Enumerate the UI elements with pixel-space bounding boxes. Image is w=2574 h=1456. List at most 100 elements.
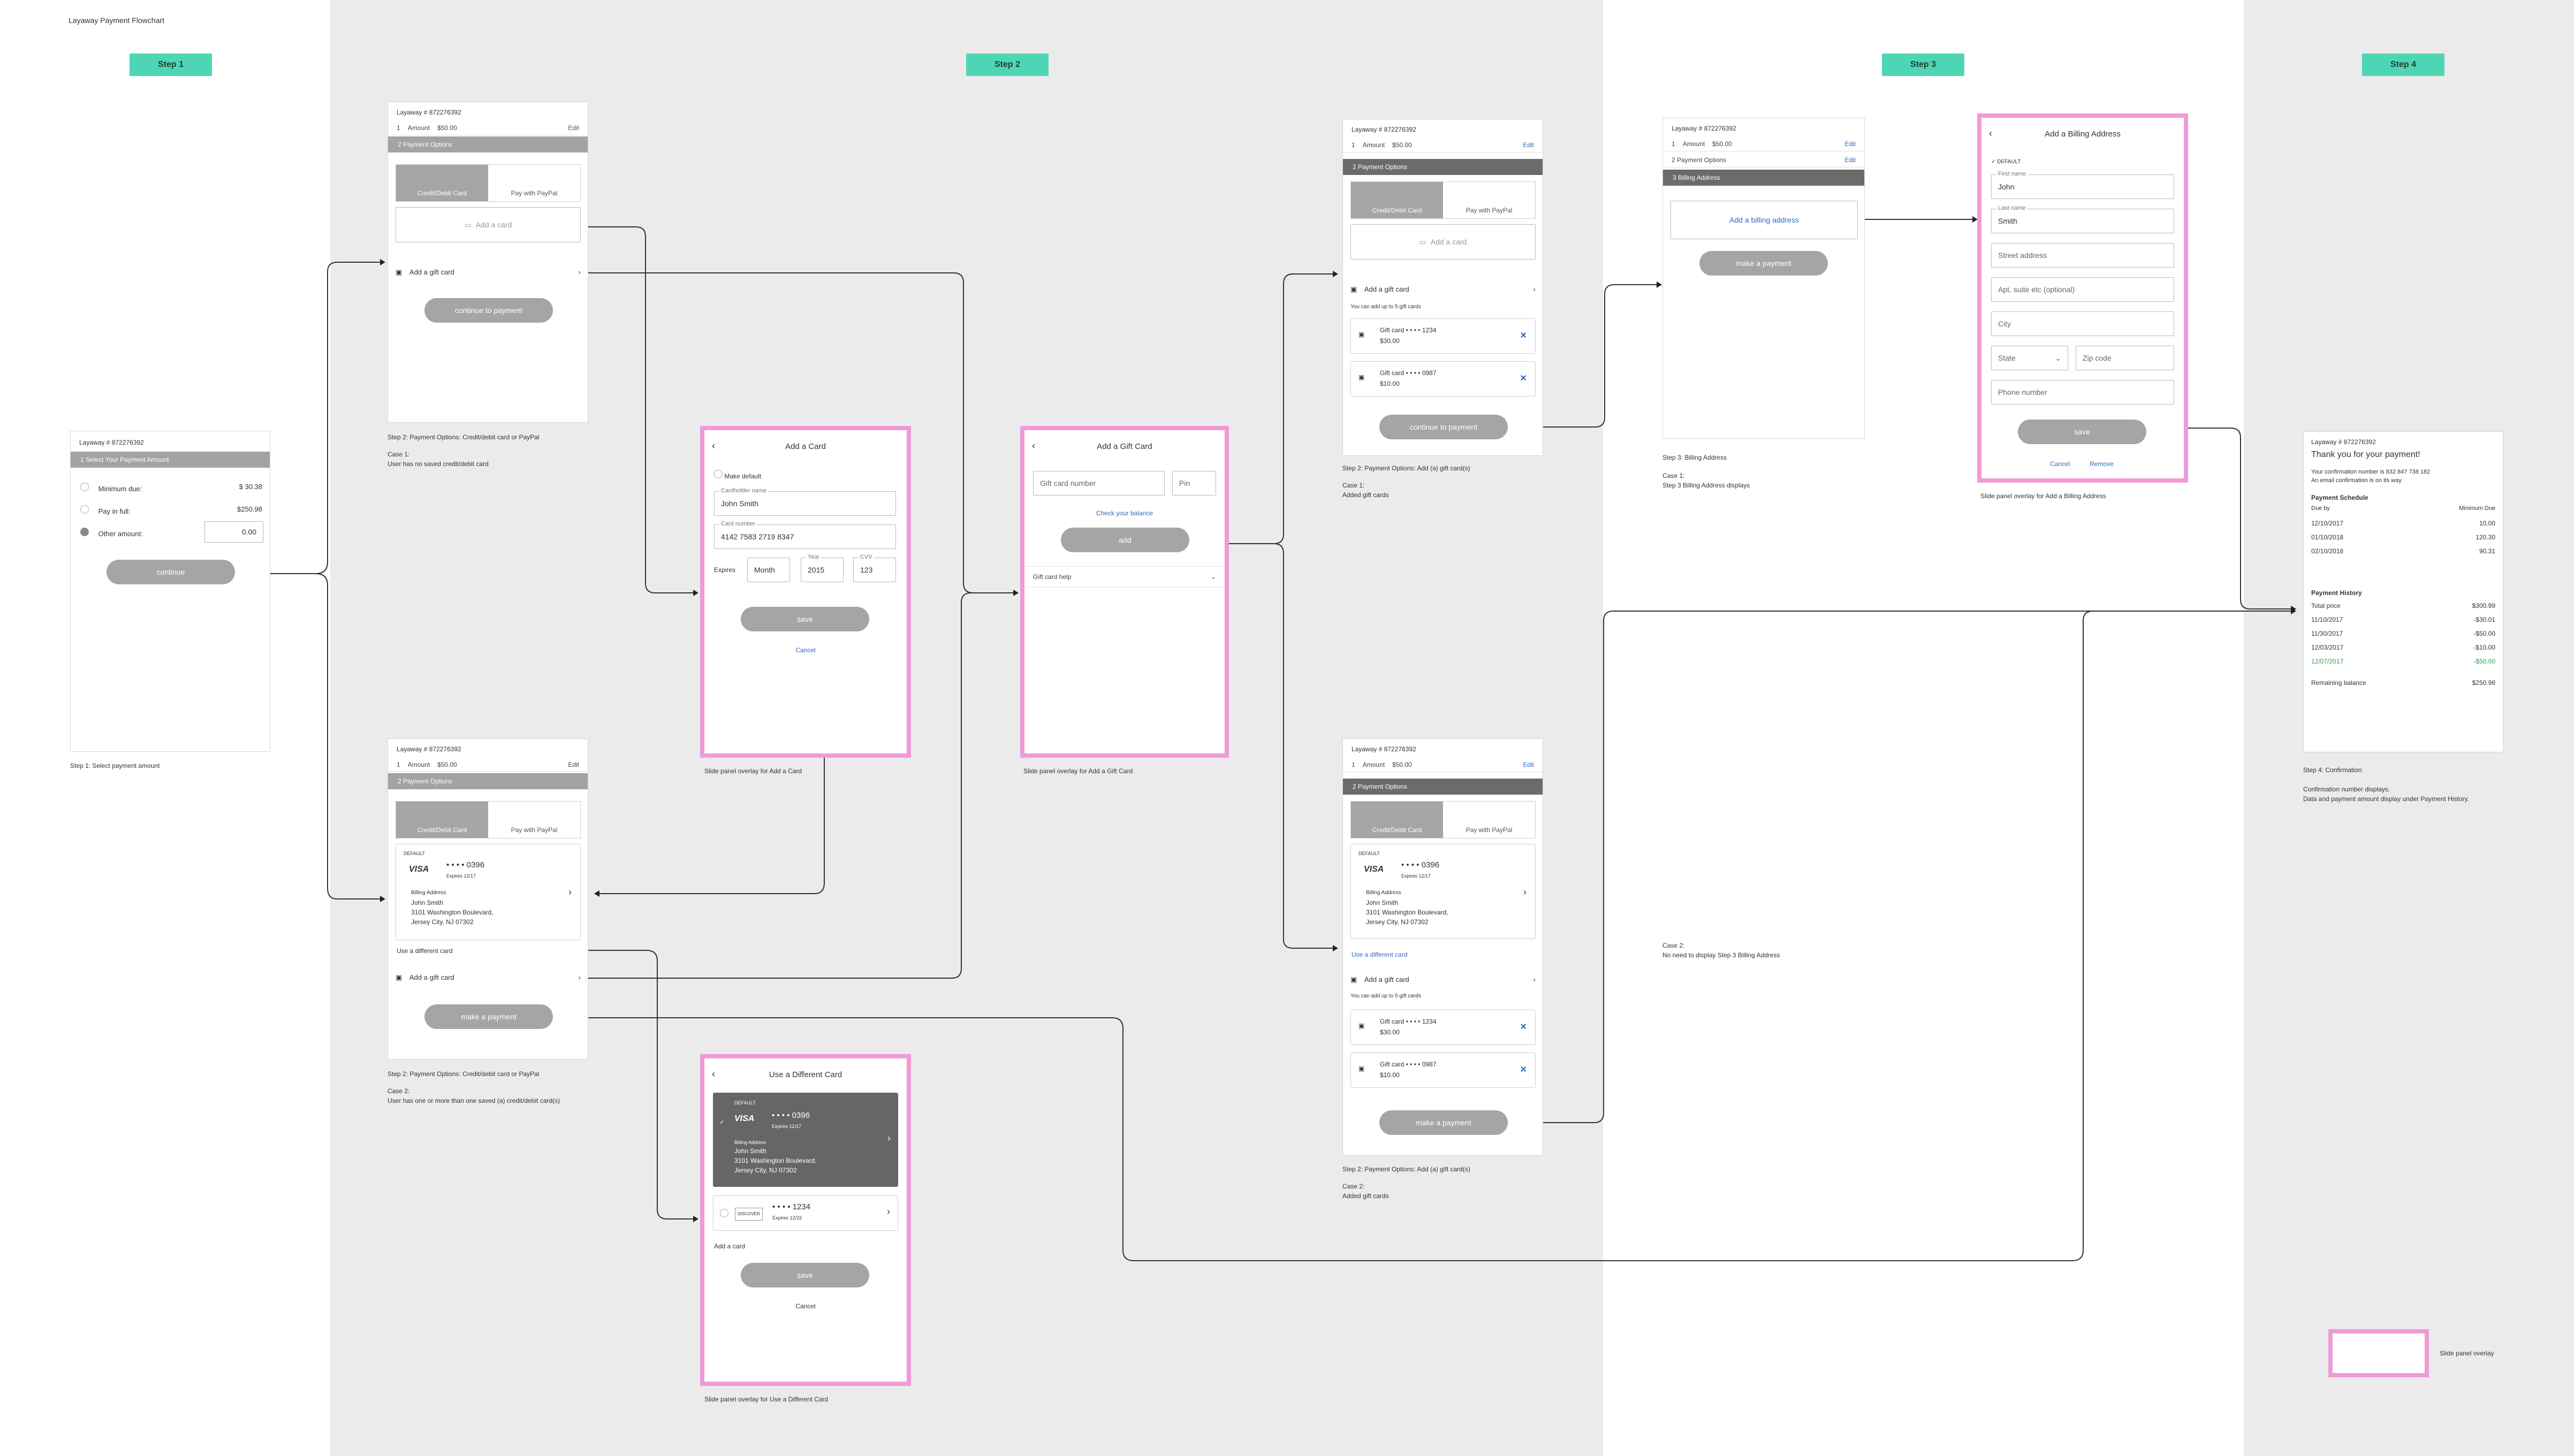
min-due-radio[interactable]: [80, 483, 89, 491]
other-amount-input[interactable]: 0.00: [204, 521, 263, 543]
cancel-link[interactable]: Cancel: [2050, 460, 2070, 468]
edit-link[interactable]: Edit: [1844, 140, 1856, 148]
continue-to-payment-button[interactable]: continue to payment: [1379, 415, 1508, 439]
continue-to-payment-button[interactable]: continue to payment: [424, 298, 553, 323]
due-by-header: Due by: [2311, 505, 2330, 512]
discover-digits: • • • • 1234: [772, 1202, 811, 1211]
check-balance-link[interactable]: Check your balance: [1096, 509, 1153, 517]
save-button[interactable]: save: [741, 1263, 869, 1287]
back-chevron-icon[interactable]: ‹: [1989, 128, 1992, 139]
make-payment-button[interactable]: make a payment: [424, 1004, 553, 1029]
add-gift-label: Add a gift card: [409, 268, 454, 276]
gift2-label: Gift card • • • • 0987: [1380, 369, 1437, 377]
saved-card[interactable]: DEFAULT VISA • • • • 0396 Expires 12/17 …: [396, 844, 581, 940]
edit-link[interactable]: Edit: [1523, 141, 1534, 149]
make-payment-button[interactable]: make a payment: [1379, 1110, 1508, 1135]
edit-link[interactable]: Edit: [1844, 156, 1856, 164]
remove-link[interactable]: Remove: [2090, 460, 2114, 468]
month-select[interactable]: Month: [747, 558, 790, 582]
amount-value: $50.00: [1392, 760, 1412, 768]
save-button[interactable]: save: [2018, 420, 2146, 444]
save-button[interactable]: save: [741, 607, 869, 631]
add-billing-link[interactable]: Add a billing address: [1729, 216, 1799, 224]
amount-num: 1: [1351, 141, 1355, 149]
add-billing-box[interactable]: Add a billing address: [1671, 201, 1858, 239]
remove-gift-icon[interactable]: ×: [1520, 372, 1527, 384]
cancel-link[interactable]: Cancel: [795, 646, 816, 654]
cvv-label: CVV: [859, 552, 874, 562]
add-card-link[interactable]: Add a card: [714, 1242, 746, 1250]
gift-number-input[interactable]: Gift card number: [1033, 471, 1165, 496]
add-card-label: Add a card: [1430, 238, 1467, 246]
pay-full-radio[interactable]: [80, 505, 89, 514]
street-input[interactable]: Street address: [1991, 243, 2174, 268]
saved-card[interactable]: DEFAULT VISA • • • • 0396 Expires 12/17 …: [1350, 844, 1536, 939]
confirmation-screen: Layaway # 872276392 Thank you for your p…: [2303, 431, 2503, 752]
history-row-amt: -$50.00: [2473, 658, 2495, 665]
make-default-radio[interactable]: [714, 470, 723, 478]
add-gift-card-row[interactable]: ▣ Add a gift card ›: [1350, 285, 1536, 294]
add-gift-card-row[interactable]: ▣ Add a gift card ›: [1350, 975, 1536, 984]
pay-full-row[interactable]: Pay in full: $250.98: [80, 505, 262, 515]
layaway-number: Layaway # 872276392: [397, 109, 461, 116]
zip-input[interactable]: Zip code: [2076, 346, 2174, 370]
step3-pill: Step 3: [1882, 54, 1964, 76]
back-chevron-icon[interactable]: ‹: [712, 1069, 715, 1079]
gift1-label: Gift card • • • • 1234: [1380, 326, 1437, 334]
amount-label: Amount: [1362, 760, 1385, 768]
billing-title: Add a Billing Address: [2045, 129, 2121, 139]
cancel-link[interactable]: Cancel: [795, 1302, 816, 1310]
use-different-card-link[interactable]: Use a different card: [397, 947, 453, 955]
add-card-box[interactable]: ▭Add a card: [1350, 224, 1536, 260]
remove-gift-icon[interactable]: ×: [1520, 1021, 1527, 1033]
tab-paypal[interactable]: Pay with PayPal: [488, 165, 580, 201]
discover-radio[interactable]: [720, 1209, 728, 1217]
gift-help-row[interactable]: Gift card help ⌄: [1024, 566, 1225, 588]
billing-label: Billing Address: [411, 890, 446, 896]
gift-pin-input[interactable]: Pin: [1172, 471, 1216, 496]
amount-row: 1 Amount $50.00 Edit: [388, 757, 588, 772]
tab-credit-card[interactable]: Credit/Debit Card: [396, 802, 488, 838]
selected-card[interactable]: DEFAULT ✓ VISA • • • • 0396 Expires 12/1…: [713, 1093, 898, 1187]
tab-credit-card[interactable]: Credit/Debit Card: [396, 165, 488, 201]
make-payment-button[interactable]: make a payment: [1699, 251, 1828, 276]
gift-card-1: ▣ Gift card • • • • 1234 $30.00 ×: [1350, 1010, 1536, 1045]
add-button[interactable]: add: [1061, 528, 1189, 552]
apt-input[interactable]: Apt, suite etc (optional): [1991, 277, 2174, 302]
tab-paypal[interactable]: Pay with PayPal: [488, 802, 580, 838]
default-label: DEFAULT: [734, 1100, 756, 1106]
chevron-right-icon: ›: [1533, 975, 1536, 984]
edit-link[interactable]: Edit: [1523, 760, 1534, 768]
make-default-row[interactable]: Make default: [714, 470, 761, 481]
billing-city: Jersey City, NJ 07302: [1366, 918, 1429, 926]
phone-input[interactable]: Phone number: [1991, 380, 2174, 405]
edit-link[interactable]: Edit: [568, 124, 579, 132]
default-label: DEFAULT: [404, 851, 425, 856]
add-gift-card-row[interactable]: ▣ Add a gift card ›: [396, 973, 581, 982]
other-amount-radio[interactable]: [80, 528, 89, 536]
card-digits: • • • • 0396: [446, 860, 485, 870]
card-digits: • • • • 0396: [772, 1111, 810, 1120]
chevron-right-icon: ›: [578, 268, 581, 276]
check-icon: ✓: [719, 1118, 725, 1126]
gift-icon: ▣: [1350, 975, 1357, 984]
remove-gift-icon[interactable]: ×: [1520, 330, 1527, 341]
min-due-row[interactable]: Minimum due: $ 30.38: [80, 483, 262, 493]
tab-credit-card[interactable]: Credit/Debit Card: [1351, 802, 1443, 838]
back-chevron-icon[interactable]: ‹: [1032, 440, 1035, 451]
back-chevron-icon[interactable]: ‹: [712, 440, 715, 451]
state-select[interactable]: State ⌄: [1991, 346, 2068, 370]
edit-link[interactable]: Edit: [568, 760, 579, 768]
use-different-card-link[interactable]: Use a different card: [1351, 951, 1408, 958]
add-card-label: Add a card: [475, 220, 512, 229]
tab-credit-card[interactable]: Credit/Debit Card: [1351, 182, 1443, 218]
discover-card[interactable]: DISCOVER • • • • 1234 Expires 12/22 ›: [713, 1195, 898, 1231]
step2-gift-case1-note: Case 1: Added gift cards: [1342, 482, 1389, 499]
city-input[interactable]: City: [1991, 311, 2174, 336]
add-gift-card-row[interactable]: ▣ Add a gift card ›: [396, 268, 581, 277]
add-card-box[interactable]: ▭Add a card: [396, 207, 581, 242]
continue-button[interactable]: continue: [107, 560, 235, 584]
remove-gift-icon[interactable]: ×: [1520, 1064, 1527, 1076]
tab-paypal[interactable]: Pay with PayPal: [1443, 182, 1535, 218]
tab-paypal[interactable]: Pay with PayPal: [1443, 802, 1535, 838]
